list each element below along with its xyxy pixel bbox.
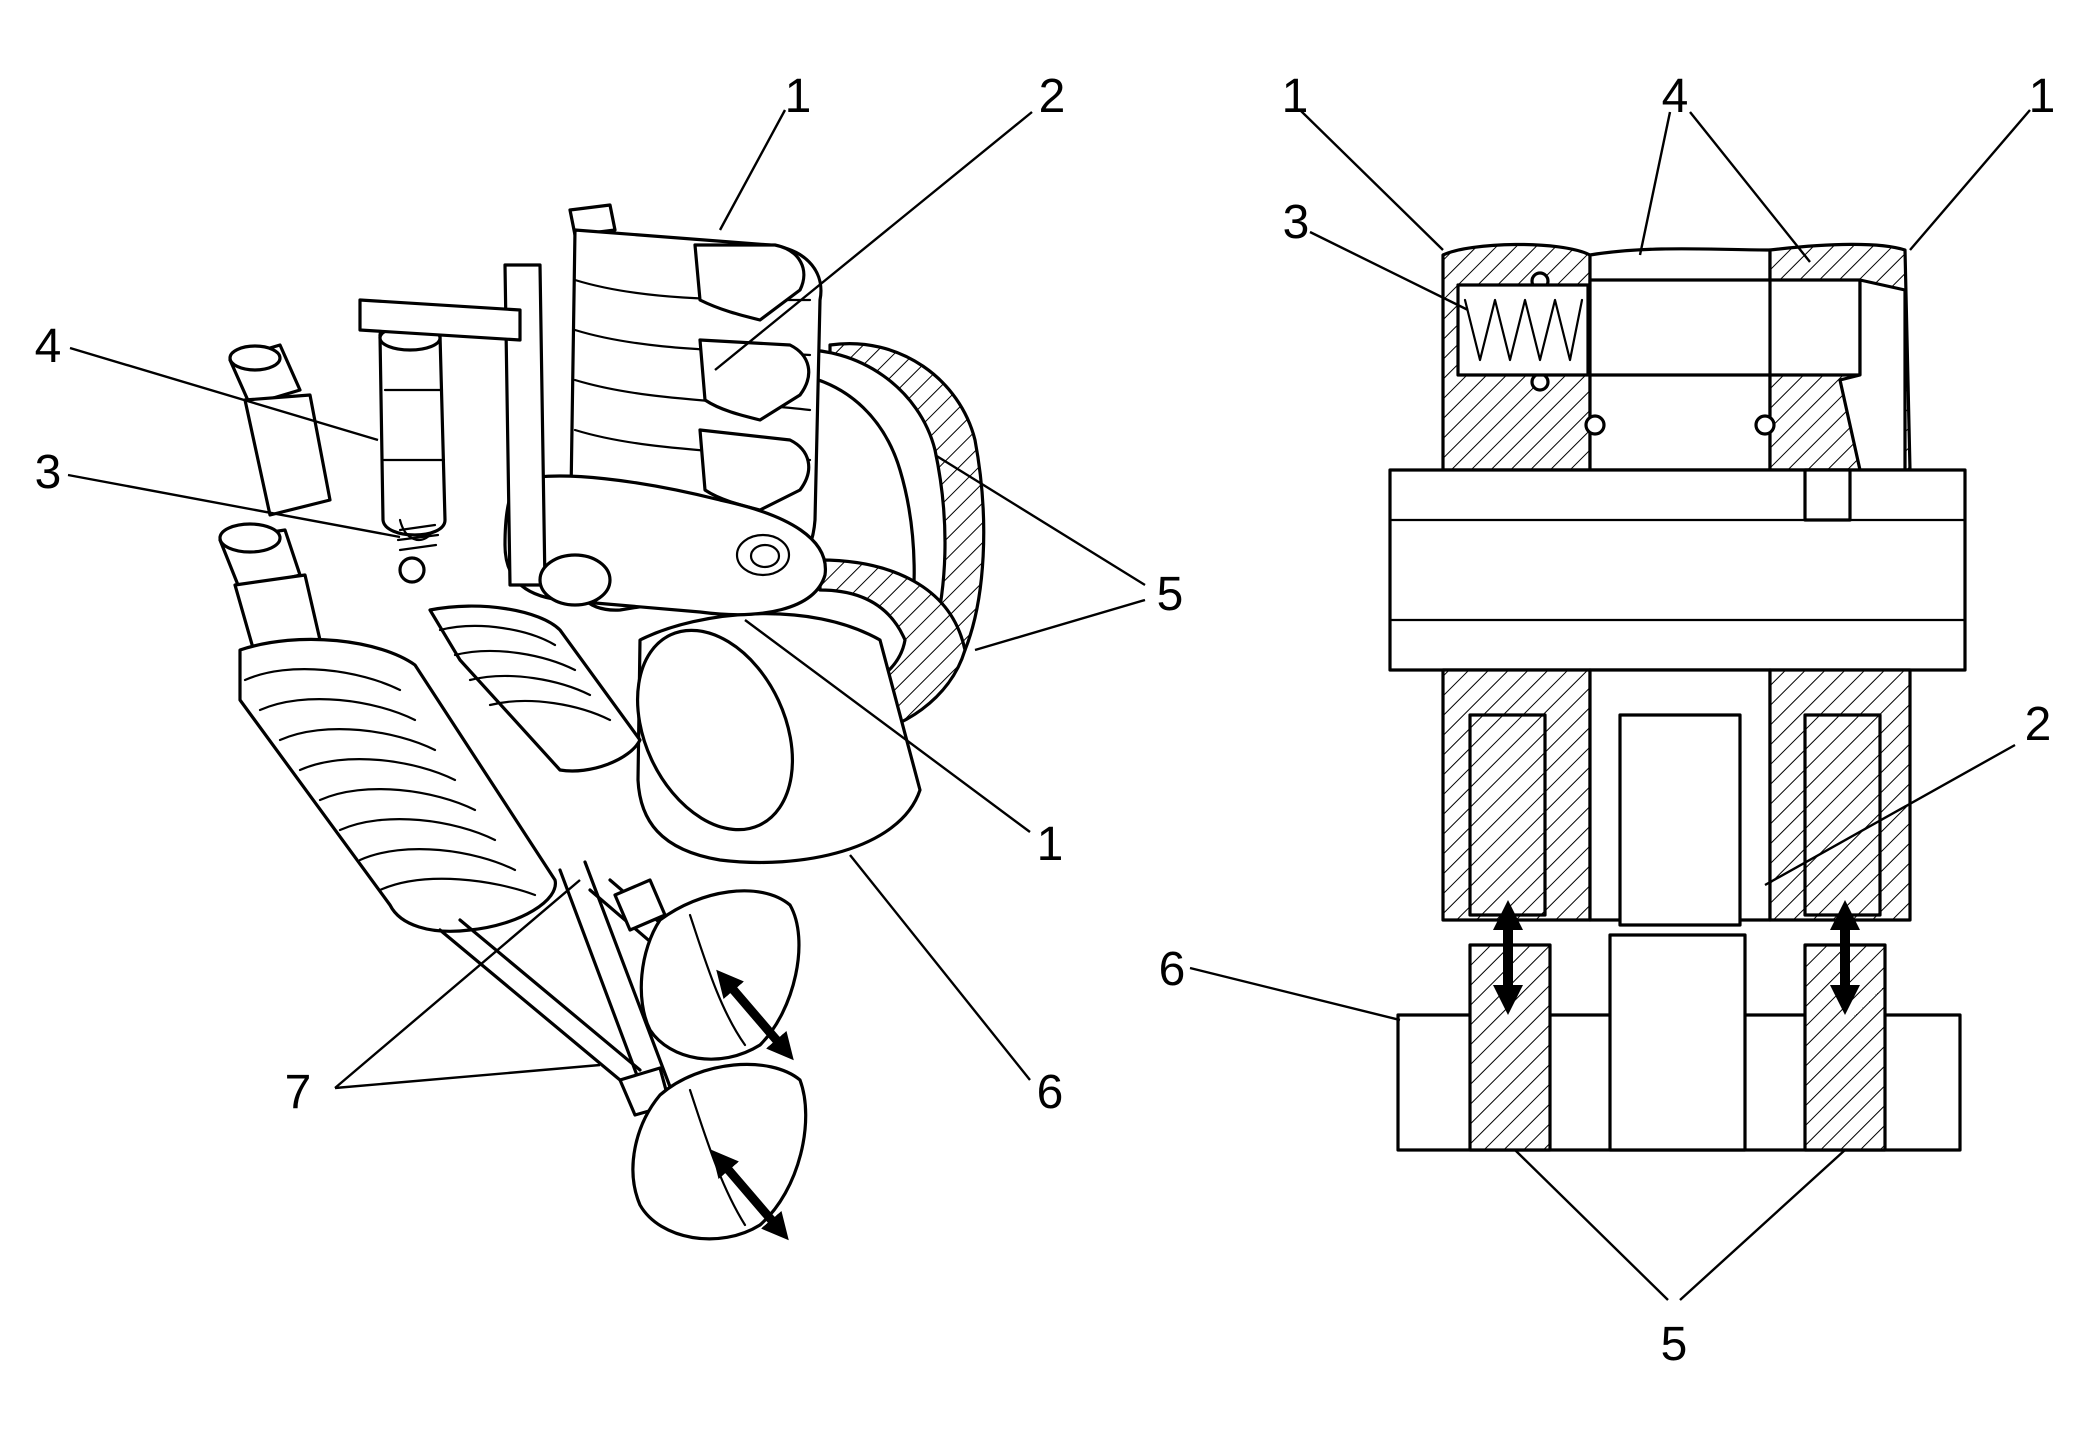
rocker-arm-assembly xyxy=(503,203,827,617)
left-callout-2: 2 xyxy=(1039,70,1066,123)
left-callout-7: 7 xyxy=(285,1066,312,1119)
left-leader-lines xyxy=(67,109,1146,1090)
valve-springs xyxy=(238,604,642,933)
right-callout-3: 3 xyxy=(1283,196,1310,249)
left-callout-4: 4 xyxy=(35,320,62,373)
right-callout-2: 2 xyxy=(2025,698,2052,751)
left-callout-3: 3 xyxy=(35,446,62,499)
left-callout-1-top: 1 xyxy=(785,70,812,123)
lock-pin-assembly xyxy=(358,298,522,584)
camshaft-journal xyxy=(635,612,922,864)
right-callout-1-right: 1 xyxy=(2029,70,2056,123)
left-callout-6: 6 xyxy=(1037,1066,1064,1119)
right-callout-5: 5 xyxy=(1661,1318,1688,1371)
left-callout-1-lower: 1 xyxy=(1037,818,1064,871)
right-callout-1-left: 1 xyxy=(1282,70,1309,123)
valve-motion-arrows xyxy=(711,969,794,1241)
right-callout-4: 4 xyxy=(1662,70,1689,123)
valve-heads xyxy=(631,889,808,1241)
left-perspective-view: 1 2 4 3 5 1 6 7 xyxy=(35,70,1184,1241)
right-callout-6: 6 xyxy=(1159,943,1186,996)
cam-lobes xyxy=(788,342,986,737)
right-section-view: 1 4 1 3 2 6 5 xyxy=(1159,70,2056,1371)
left-callout-5: 5 xyxy=(1157,568,1184,621)
